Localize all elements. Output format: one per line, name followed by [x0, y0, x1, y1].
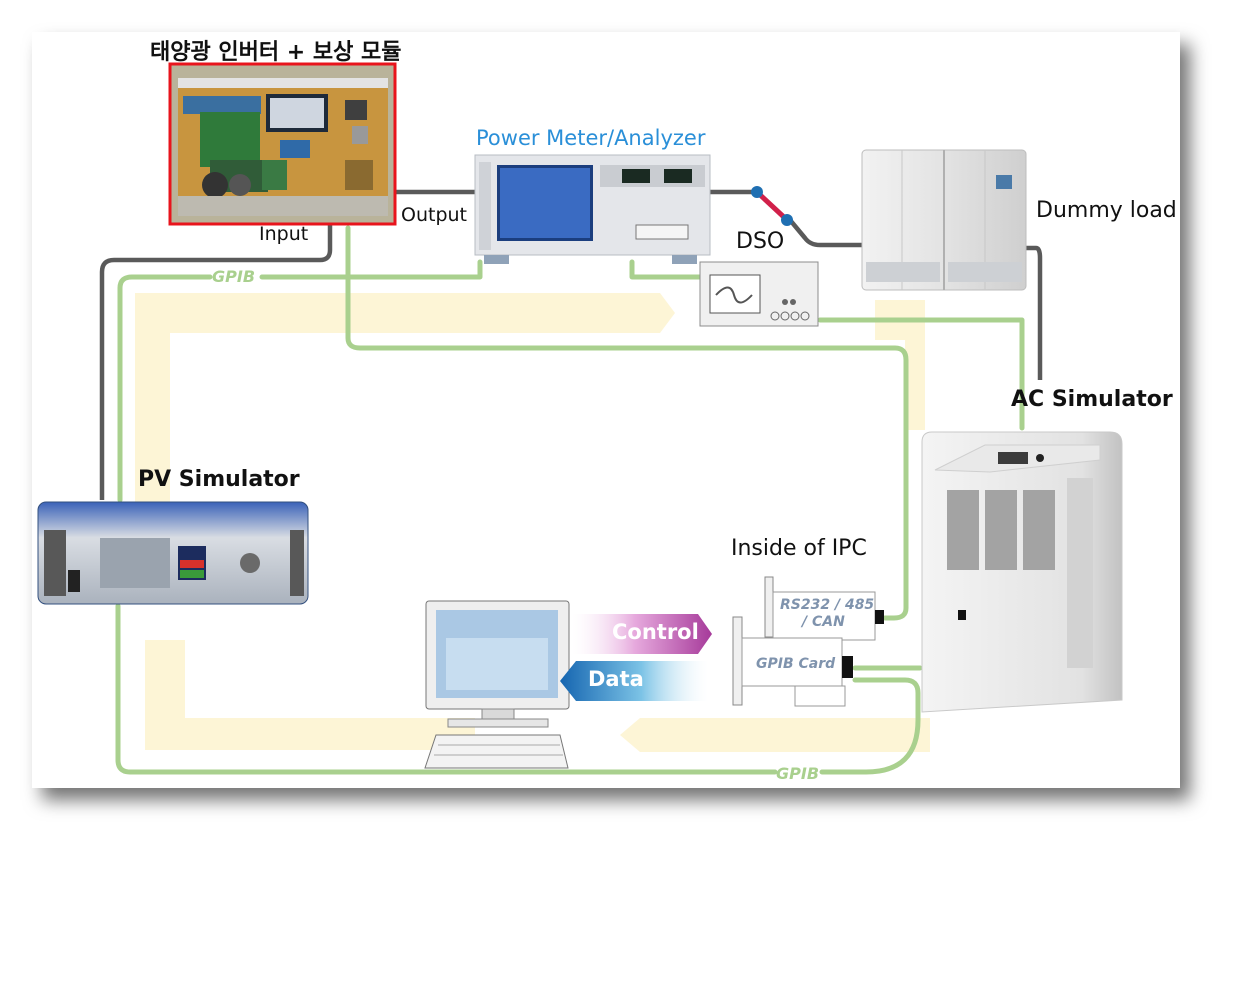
power-meter-label: Power Meter/Analyzer — [476, 126, 706, 150]
gpib-card-label: GPIB Card — [756, 656, 836, 672]
rs232-card-label-1: RS232 / 485 — [780, 597, 875, 613]
ac-simulator-label: AC Simulator — [1011, 387, 1173, 412]
output-label: Output — [401, 204, 467, 226]
pv-simulator-device — [37, 501, 309, 605]
dummy-load-cabinet — [861, 149, 1027, 291]
ipc-cards — [732, 576, 884, 707]
input-label: Input — [259, 223, 309, 245]
inverter-highlight-box — [168, 62, 397, 226]
pv-simulator-label: PV Simulator — [138, 467, 300, 492]
data-label: Data — [588, 667, 644, 691]
control-arrow — [572, 614, 712, 654]
inside-ipc-label: Inside of IPC — [731, 536, 867, 561]
flow-band — [135, 293, 930, 752]
dso-switch — [751, 186, 793, 226]
pc-computer — [424, 600, 570, 769]
data-arrow — [560, 661, 708, 701]
dso-device — [699, 261, 819, 327]
gpib-label-bottom: GPIB — [776, 764, 820, 783]
inverter-title: 태양광 인버터 + 보상 모듈 — [150, 40, 402, 65]
gpib-label-top: GPIB — [212, 267, 256, 286]
rs232-card-label-2: / CAN — [802, 614, 845, 630]
dummy-load-label: Dummy load — [1036, 198, 1177, 223]
dso-label: DSO — [736, 229, 785, 254]
ac-simulator-device — [921, 431, 1123, 713]
power-meter-device — [474, 154, 711, 264]
power-wiring — [99, 189, 1043, 500]
gpib-wiring — [115, 225, 1025, 775]
inverter-module — [170, 64, 395, 224]
control-label: Control — [612, 620, 699, 644]
